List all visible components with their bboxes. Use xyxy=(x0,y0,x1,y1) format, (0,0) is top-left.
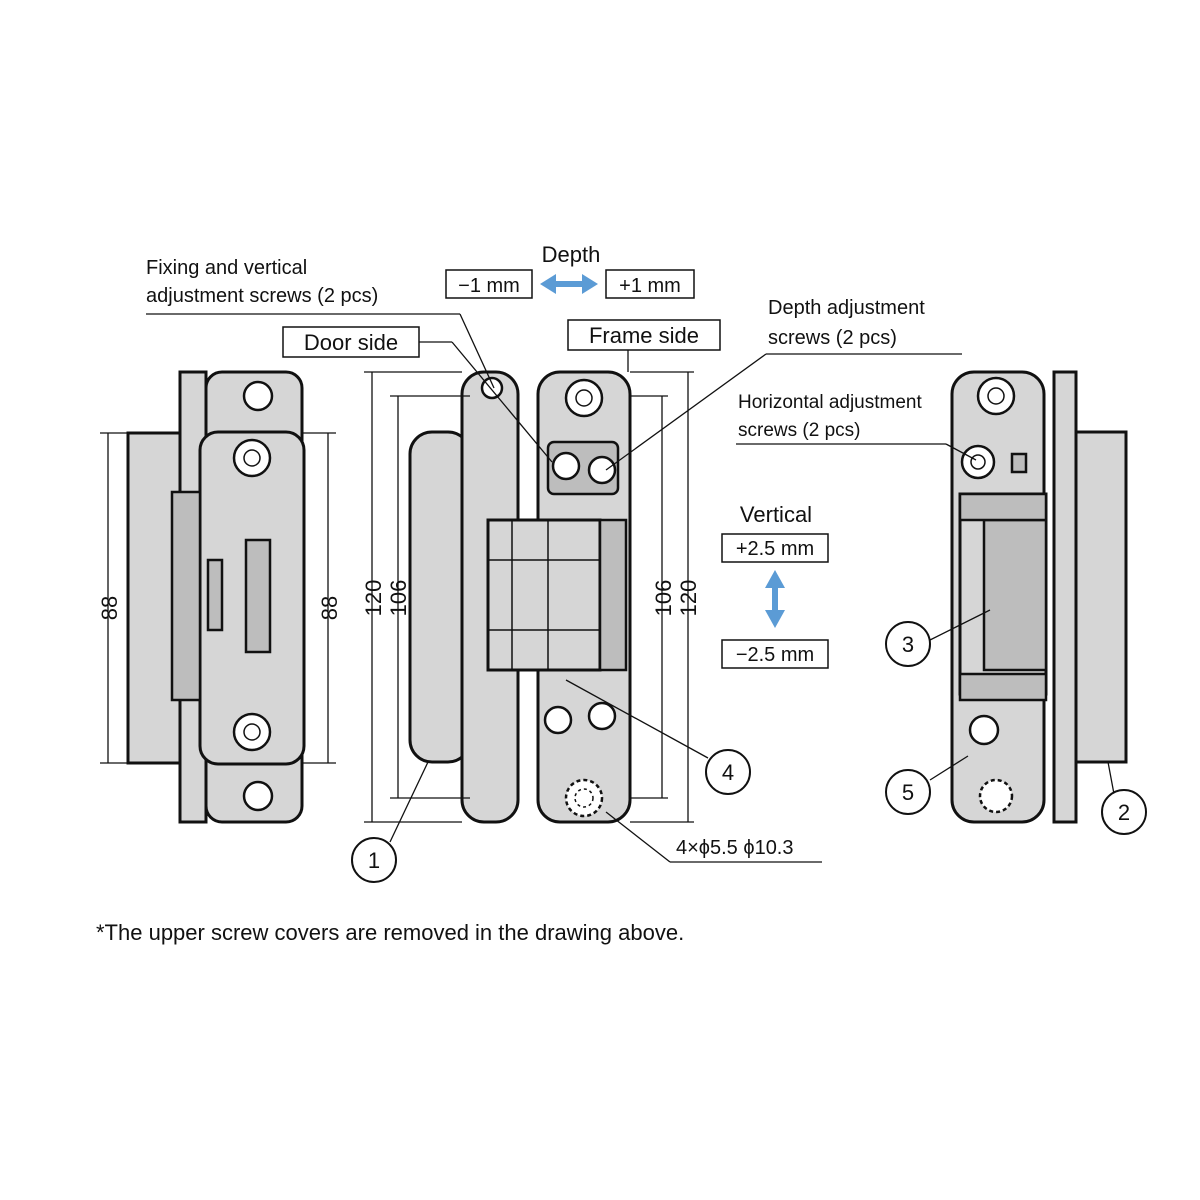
depth-minus-box xyxy=(445,269,533,299)
callout-2 xyxy=(1101,789,1147,835)
screw-icon xyxy=(242,780,274,812)
callout-4 xyxy=(705,749,751,795)
depth-screws-label-2: screws (2 pcs) xyxy=(768,327,897,349)
depth-title: Depth xyxy=(542,242,601,267)
screw-icon xyxy=(242,380,274,412)
left-mark-a xyxy=(206,558,224,632)
right-view xyxy=(950,370,1128,824)
vertical-plus-box xyxy=(721,533,829,563)
fixing-screws-label-1: Fixing and vertical xyxy=(146,257,307,279)
horizontal-screws-label-2: screws (2 pcs) xyxy=(738,420,860,441)
center-view xyxy=(364,370,694,824)
right-knuckle-inner xyxy=(982,518,1048,672)
double-arrow-horizontal-icon xyxy=(540,274,598,294)
vertical-title: Vertical xyxy=(740,502,812,527)
dimension-106-right: 106 xyxy=(651,580,676,617)
depth-plus-label: +1 mm xyxy=(619,275,681,297)
left-slot xyxy=(170,490,202,702)
right-knuckle-top xyxy=(958,492,1048,522)
screw-icon xyxy=(232,712,272,752)
fixing-screws-label-2: adjustment screws (2 pcs) xyxy=(146,285,378,307)
screw-hole-icon xyxy=(978,778,1014,814)
dimension-88-right: 88 xyxy=(317,596,342,620)
screw-icon xyxy=(551,451,581,481)
dimension-106-left: 106 xyxy=(386,580,411,617)
knuckle-side xyxy=(598,518,628,672)
callout-5 xyxy=(885,769,931,815)
footnote: *The upper screw covers are removed in t… xyxy=(96,920,684,945)
door-side-box xyxy=(282,326,420,358)
vertical-plus-label: +2.5 mm xyxy=(736,538,814,560)
callout-2-label: 2 xyxy=(1118,800,1130,825)
vertical-minus-label: −2.5 mm xyxy=(736,644,814,666)
callout-3-label: 3 xyxy=(902,632,914,657)
screw-hole-icon xyxy=(564,778,604,818)
depth-plus-box xyxy=(605,269,695,299)
screw-icon xyxy=(543,705,573,735)
right-flange xyxy=(1052,370,1078,824)
door-side-label: Door side xyxy=(304,330,398,355)
hinge-knuckle xyxy=(486,518,602,672)
callout-1-label: 1 xyxy=(368,848,380,873)
depth-minus-label: −1 mm xyxy=(458,275,520,297)
vertical-minus-box xyxy=(721,639,829,669)
screw-icon xyxy=(976,376,1016,416)
horizontal-screws-label-1: Horizontal adjustment xyxy=(738,392,922,413)
dimension-120-left: 120 xyxy=(361,580,386,617)
screw-icon xyxy=(232,438,272,478)
hole-spec-label: 4×ϕ5.5 ϕ10.3 xyxy=(676,837,794,859)
dimension-120-right: 120 xyxy=(676,580,701,617)
left-view xyxy=(100,370,336,824)
screw-icon xyxy=(960,444,996,480)
frame-side-label: Frame side xyxy=(589,323,699,348)
right-knuckle-bottom xyxy=(958,672,1048,702)
left-mark-b xyxy=(244,538,272,654)
right-mark xyxy=(1010,452,1028,474)
callout-3 xyxy=(885,621,931,667)
dimension-88-left: 88 xyxy=(97,596,122,620)
depth-screws-label-1: Depth adjustment xyxy=(768,297,925,319)
screw-icon xyxy=(587,455,617,485)
callout-1 xyxy=(351,837,397,883)
screw-icon xyxy=(968,714,1000,746)
screw-icon xyxy=(587,701,617,731)
double-arrow-vertical-icon xyxy=(765,570,785,628)
frame-side-box xyxy=(567,319,721,351)
screw-icon xyxy=(564,378,604,418)
callout-5-label: 5 xyxy=(902,780,914,805)
callout-4-label: 4 xyxy=(722,760,734,785)
